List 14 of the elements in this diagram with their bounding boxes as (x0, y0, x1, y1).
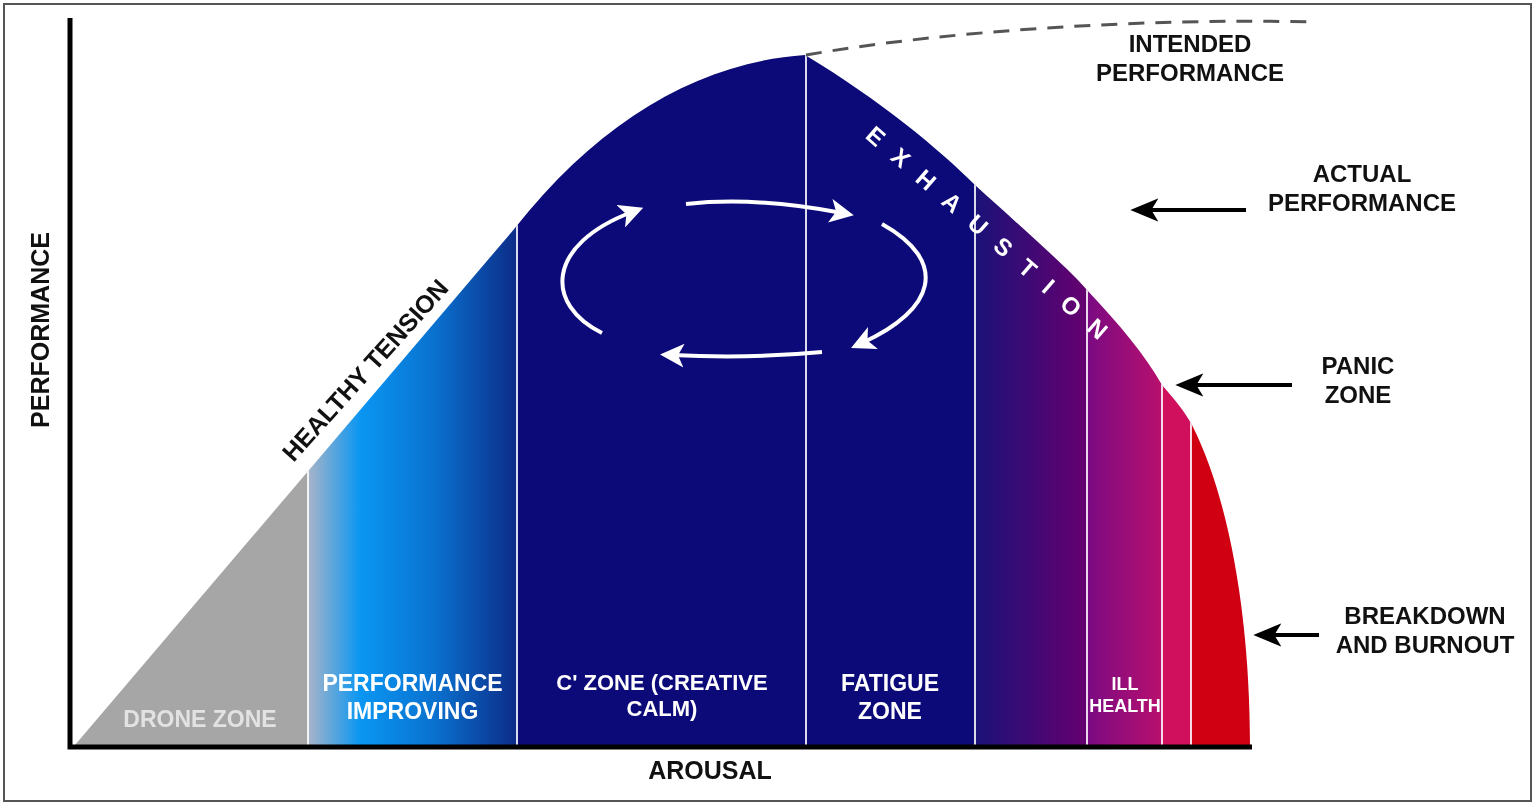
callout-text: BREAKDOWN AND BURNOUT (1325, 602, 1525, 660)
arrow (1253, 623, 1319, 647)
arrow (1130, 198, 1246, 222)
callout-text: PANIC ZONE (1298, 352, 1418, 410)
zone-label: DRONE ZONE (122, 706, 278, 734)
zone-label: ILL HEALTH (1089, 674, 1161, 718)
zone-label: FATIGUE ZONE (840, 670, 940, 726)
curve-label: INTENDED PERFORMANCE (1095, 30, 1285, 88)
zone-label: PERFORMANCE IMPROVING (321, 670, 504, 726)
axis-title: AROUSAL (647, 755, 773, 785)
arrow (1175, 373, 1292, 397)
axis-title: PERFORMANCE (25, 231, 55, 430)
zone-label: C' ZONE (CREATIVE CALM) (555, 670, 769, 723)
callout-text: ACTUAL PERFORMANCE (1252, 160, 1472, 218)
